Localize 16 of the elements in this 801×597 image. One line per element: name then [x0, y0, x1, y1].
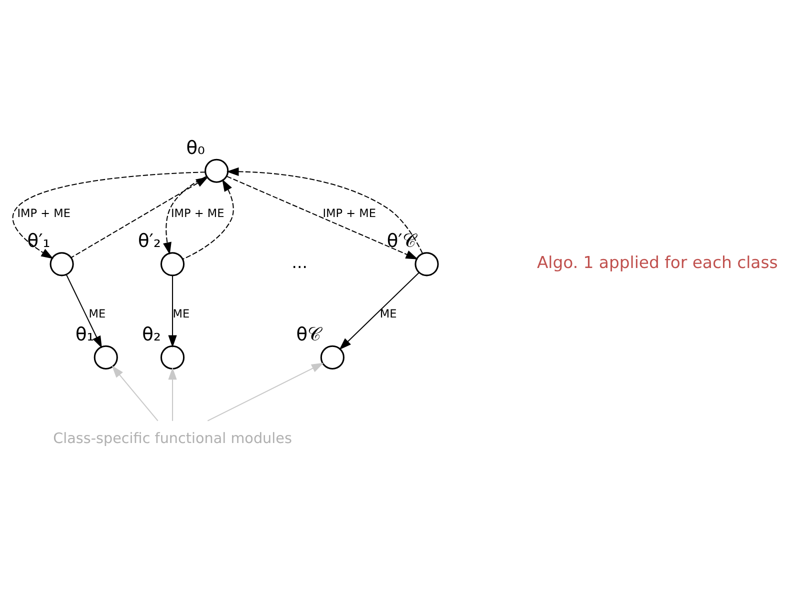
node-label: θ′₂ — [138, 231, 161, 252]
node-label: θ′₁ — [27, 231, 50, 252]
node-label: θ₂ — [142, 324, 161, 346]
edge-label: ME — [172, 307, 190, 320]
label: ... — [292, 253, 308, 272]
node-label: θ₁ — [76, 324, 94, 346]
edge-label: IMP + ME — [170, 206, 224, 220]
edge-label: ME — [88, 307, 106, 320]
edge-label: IMP + ME — [17, 206, 71, 220]
node-label: θ𝒞 — [296, 324, 320, 346]
edge-label: IMP + ME — [322, 206, 376, 220]
edge-label: ME — [380, 307, 397, 320]
node-label: θ′𝒞 — [386, 231, 416, 252]
node-text: Class-specific functional modules — [53, 431, 292, 448]
node-label: θ₀ — [186, 138, 205, 159]
label: Algo. 1 applied for each class — [536, 253, 778, 272]
